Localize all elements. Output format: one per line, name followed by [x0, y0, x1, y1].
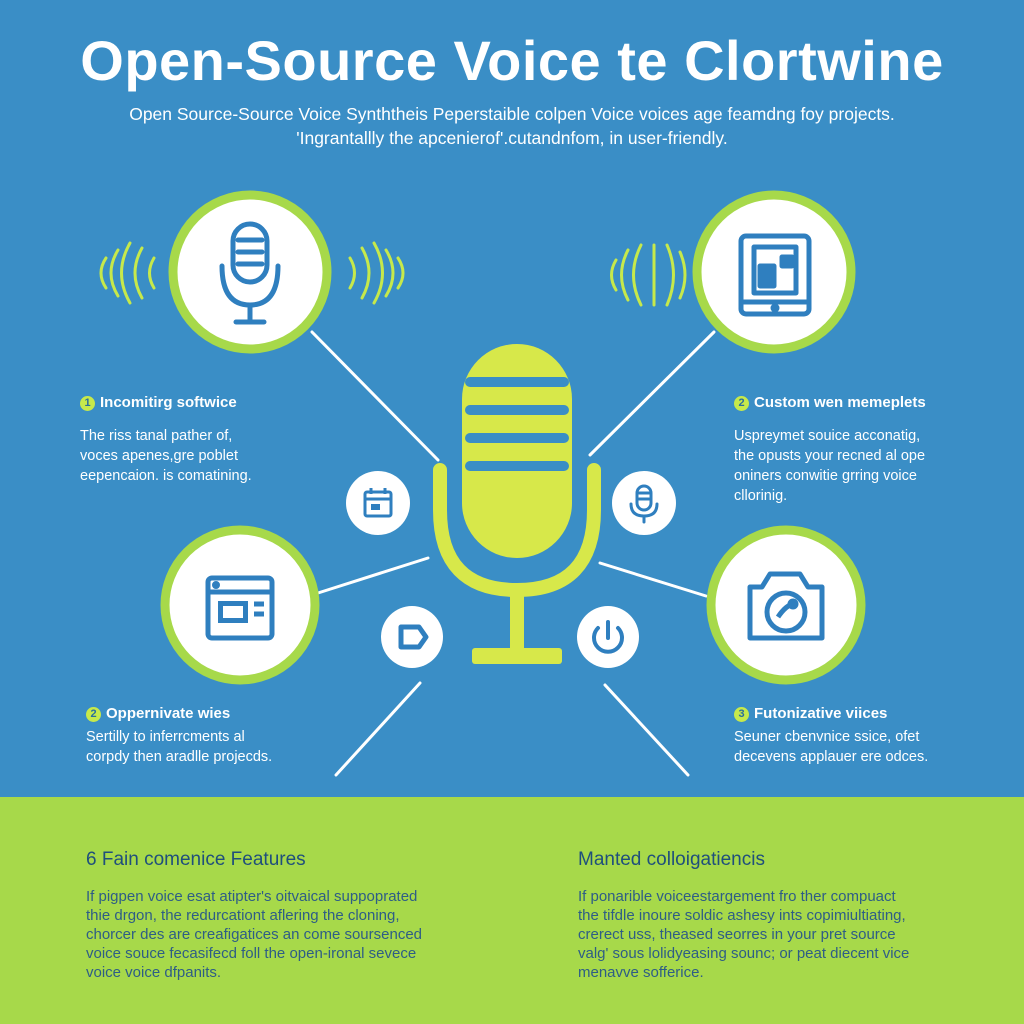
bottom-left-text: If pigpen voice esat atipter's oitvaical…	[86, 888, 423, 981]
bottom-right-heading: Manted colloigatiencis	[578, 849, 765, 870]
sound-waves-left	[99, 241, 405, 305]
section-2-description: Uspreymet souice acconatig, the opusts y…	[734, 426, 925, 506]
power-icon	[592, 620, 624, 654]
bottom-right-text: If ponarible voiceestargement fro ther c…	[578, 888, 910, 981]
circle-mid-left	[160, 525, 320, 685]
section-3-desc-line: corpdy then aradlle projecds.	[86, 749, 273, 765]
section-4-desc-line: decevens applauer ere odces.	[734, 749, 929, 765]
circle-mid-right	[706, 525, 866, 685]
subtitle-line-2: 'Ingrantallly the apcenierof'.cutandnfom…	[296, 128, 728, 148]
connector-mid-left	[316, 556, 430, 595]
connector-bottom-left	[334, 681, 422, 777]
circle-top-right	[692, 190, 856, 354]
section-1-description: The riss tanal pather of, voces apenes,g…	[80, 426, 252, 486]
voice-diagram	[99, 190, 866, 777]
section-1-desc-line: The riss tanal pather of,	[80, 428, 233, 444]
connector-top-left	[310, 330, 440, 462]
mini-microphone-icon	[629, 484, 659, 524]
section-2-heading-text: Custom wen memeplets	[754, 394, 926, 411]
browser-window-icon	[205, 575, 275, 641]
section-4-heading-text: Futonizative viices	[754, 705, 888, 722]
small-circle-microphone	[612, 471, 676, 535]
page-subtitle: Open Source-Source Voice Synththeis Pepe…	[60, 102, 964, 150]
section-1-desc-line: voces apenes,gre poblet	[80, 448, 238, 464]
section-3-heading-text: Oppernivate wies	[106, 705, 231, 722]
connector-mid-right	[598, 561, 708, 598]
section-2-desc-line: the opusts your recned al ope	[734, 448, 926, 464]
section-4-description: Seuner cbenvnice ssice, ofet decevens ap…	[734, 727, 928, 767]
section-1-heading: 1 Incomitirg softwice	[80, 394, 237, 411]
section-4-heading: 3 Futonizative viices	[734, 705, 887, 722]
connector-bottom-right	[603, 683, 690, 777]
sound-waves-right	[610, 243, 687, 307]
section-4-number: 3	[734, 707, 749, 722]
section-3-heading: 2 Oppernivate wies	[86, 705, 230, 722]
tablet-icon	[738, 233, 812, 317]
section-1-heading-text: Incomitirg softwice	[100, 394, 237, 411]
microphone-icon	[219, 221, 281, 325]
page-title: Open-Source Voice te Clortwine	[80, 29, 944, 92]
small-circle-tag	[381, 606, 443, 668]
small-circle-power	[577, 606, 639, 668]
camera-icon	[747, 571, 825, 641]
tag-icon	[398, 624, 429, 650]
section-2-number: 2	[734, 396, 749, 411]
connector-lines	[310, 330, 716, 777]
section-1-desc-line: eepencaion. is comatining.	[80, 468, 252, 484]
section-2-desc-line: oniners conwitie grring voice	[734, 468, 917, 484]
bottom-left-heading: 6 Fain comenice Features	[86, 849, 306, 870]
connector-top-right	[588, 330, 716, 457]
circle-top-left	[168, 190, 332, 354]
section-2-heading: 2 Custom wen memeplets	[734, 394, 926, 411]
section-4-desc-line: Seuner cbenvnice ssice, ofet	[734, 729, 920, 745]
subtitle-line-1: Open Source-Source Voice Synththeis Pepe…	[129, 104, 895, 124]
large-microphone-icon	[433, 344, 601, 664]
bottom-band: 6 Fain comenice Features If pigpen voice…	[0, 797, 1024, 1024]
section-1-number: 1	[80, 396, 95, 411]
calendar-icon	[363, 488, 393, 518]
section-3-desc-line: Sertilly to inferrcments al	[86, 729, 245, 745]
small-circle-calendar	[346, 471, 410, 535]
section-2-desc-line: Uspreymet souice acconatig,	[734, 428, 921, 444]
section-3-number: 2	[86, 707, 101, 722]
section-2-desc-line: cllorinig.	[734, 488, 788, 504]
section-3-description: Sertilly to inferrcments al corpdy then …	[86, 727, 272, 767]
